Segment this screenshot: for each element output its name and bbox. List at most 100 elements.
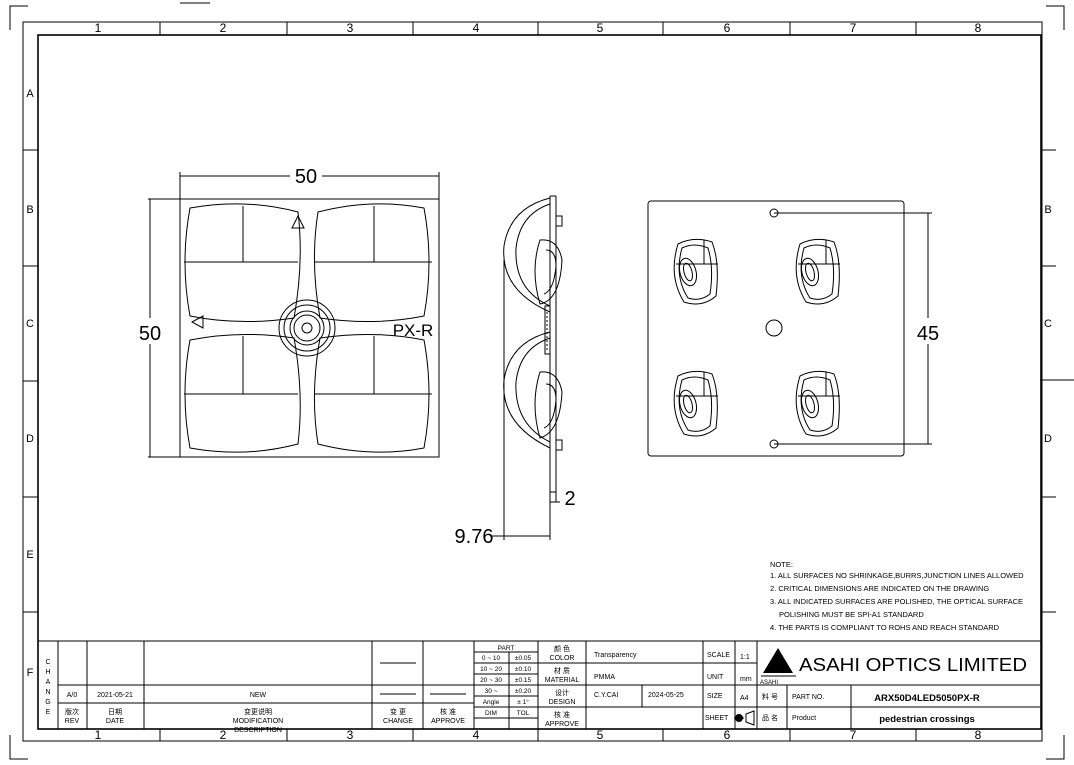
tolerance-range: 20 ~ 30 (480, 677, 502, 684)
unit-label: UNIT (707, 674, 724, 681)
design-label-cn: 设计 (555, 688, 569, 697)
size-value: A4 (740, 695, 749, 702)
tolerance-value: ±0.20 (515, 688, 532, 695)
info-block: 颜 色 COLOR 材 质 MATERIAL 设计 DESIGN 核 准 APP… (545, 644, 580, 728)
change-side-letter: G (45, 699, 50, 706)
approve-header-en: APPROVE (431, 718, 465, 725)
desc-header-cn: 变更说明 (244, 707, 272, 716)
material-value: PMMA (594, 674, 615, 681)
change-side-letter: C (45, 659, 50, 666)
row-label: F (27, 667, 34, 679)
col-label: 1 (95, 728, 102, 742)
company-logo: ASAHI ASAHI OPTICS LIMITED (760, 648, 1027, 686)
material-label-cn: 材 质 (554, 666, 570, 675)
note-item: POLISHING MUST BE SPI-A1 STANDARD (779, 610, 924, 619)
zone-column-labels: 1 2 3 4 5 6 7 8 1 2 3 4 5 6 7 8 (95, 21, 982, 742)
size-label: SIZE (707, 693, 723, 700)
note-item: 3. ALL INDICATED SURFACES ARE POLISHED, … (770, 597, 1023, 606)
notes-block: NOTE: 1. ALL SURFACES NO SHRINKAGE,BURRS… (770, 560, 1024, 632)
col-label: 5 (597, 21, 604, 35)
col-label: 7 (850, 728, 857, 742)
back-lens-bl (673, 370, 718, 437)
back-view (647, 200, 932, 457)
sheet-trim-marks (9, 2, 1074, 760)
part-number-value: ARX50D4LED5050PX-R (874, 693, 980, 704)
part-no-label-en: PART NO. (792, 694, 824, 701)
product-label-en: Product (792, 715, 816, 722)
scale-value: 1:1 (740, 654, 750, 661)
date-header-en: DATE (106, 718, 124, 725)
back-outline (647, 200, 905, 457)
back-lens-tl (673, 238, 718, 305)
rev-value: A/0 (67, 692, 78, 699)
change-side-letter: E (46, 709, 51, 716)
tolerance-value: ±0.05 (515, 655, 532, 662)
tolerance-value: ±0.10 (515, 666, 532, 673)
col-label: 6 (724, 21, 731, 35)
desc-header-en2: DESCRIPTION (234, 727, 282, 734)
rev-header-cn: 版次 (65, 707, 79, 716)
row-label: C (1044, 318, 1052, 330)
front-width-dimension: 50 (295, 166, 317, 188)
approve-header-cn: 核 准 (440, 707, 456, 716)
description-value: NEW (250, 692, 267, 699)
scale-label: SCALE (707, 652, 730, 659)
design-label-en: DESIGN (549, 699, 576, 706)
part-no-label-cn: 料 号 (762, 692, 778, 701)
lens-lobe-bl (184, 333, 301, 453)
front-height-dimension: 50 (139, 323, 161, 345)
notes-title: NOTE: (770, 560, 793, 569)
col-label: 5 (597, 728, 604, 742)
logo-brand-small: ASAHI (760, 680, 778, 686)
color-label-en: COLOR (550, 655, 575, 662)
zone-row-labels: A B C D E F B C D (26, 88, 1052, 679)
col-label: 4 (473, 21, 480, 35)
title-block-grid (38, 640, 1041, 729)
col-label: 2 (220, 21, 227, 35)
lens-lobe-br (313, 333, 432, 453)
front-view (148, 172, 440, 458)
back-lens-tr (795, 238, 840, 305)
date-header-cn: 日期 (108, 708, 122, 716)
zone-dividers (23, 22, 1056, 741)
projection-symbol-icon (734, 710, 755, 726)
row-label: C (26, 318, 34, 330)
row-label: D (1044, 433, 1052, 445)
tolerance-range: Angle (483, 699, 500, 706)
col-label: 8 (975, 728, 982, 742)
tolerance-tol-label: TOL (517, 710, 530, 717)
tolerance-range: 10 ~ 20 (480, 666, 502, 673)
color-value: Transparency (594, 652, 637, 659)
tolerance-value: ± 1° (517, 698, 529, 706)
note-item: 1. ALL SURFACES NO SHRINKAGE,BURRS,JUNCT… (770, 571, 1024, 580)
row-label: B (26, 204, 33, 216)
side-thickness-dimension: 9.76 (455, 526, 494, 548)
side-flange-dimension: 2 (564, 488, 575, 510)
row-label: A (26, 88, 34, 100)
triangle-left-mark (190, 315, 204, 329)
tolerance-table: PART 0 ~ 10 ±0.05 10 ~ 20 ±0.10 20 ~ 30 … (480, 645, 531, 717)
col-label: 8 (975, 21, 982, 35)
change-side-letter: H (45, 669, 50, 676)
change-header-cn: 变 更 (390, 707, 406, 716)
product-name-value: pedestrian crossings (879, 714, 975, 725)
rev-header-en: REV (65, 718, 80, 725)
tolerance-value: ±0.15 (515, 677, 532, 684)
outer-border (22, 21, 1043, 742)
company-name: ASAHI OPTICS LIMITED (799, 655, 1027, 675)
col-label: 3 (347, 728, 354, 742)
date-value: 2021-05-21 (97, 692, 133, 699)
col-label: 1 (95, 21, 102, 35)
back-lens-br (795, 370, 840, 437)
change-header-en: CHANGE (383, 718, 413, 725)
back-hole-pitch-dimension: 45 (917, 323, 939, 345)
tolerance-title: PART (498, 645, 515, 652)
desc-header-en: MODIFICATION (233, 718, 283, 725)
col-label: 7 (850, 21, 857, 35)
change-block: C H A N G E A/0 2021-05-21 NEW 版次 REV 日期… (45, 659, 465, 734)
col-label: 3 (347, 21, 354, 35)
note-item: 2. CRITICAL DIMENSIONS ARE INDICATED ON … (770, 584, 989, 593)
row-label: D (26, 433, 34, 445)
logo-triangle-icon (763, 648, 793, 673)
lens-lobe-tr (313, 203, 432, 323)
